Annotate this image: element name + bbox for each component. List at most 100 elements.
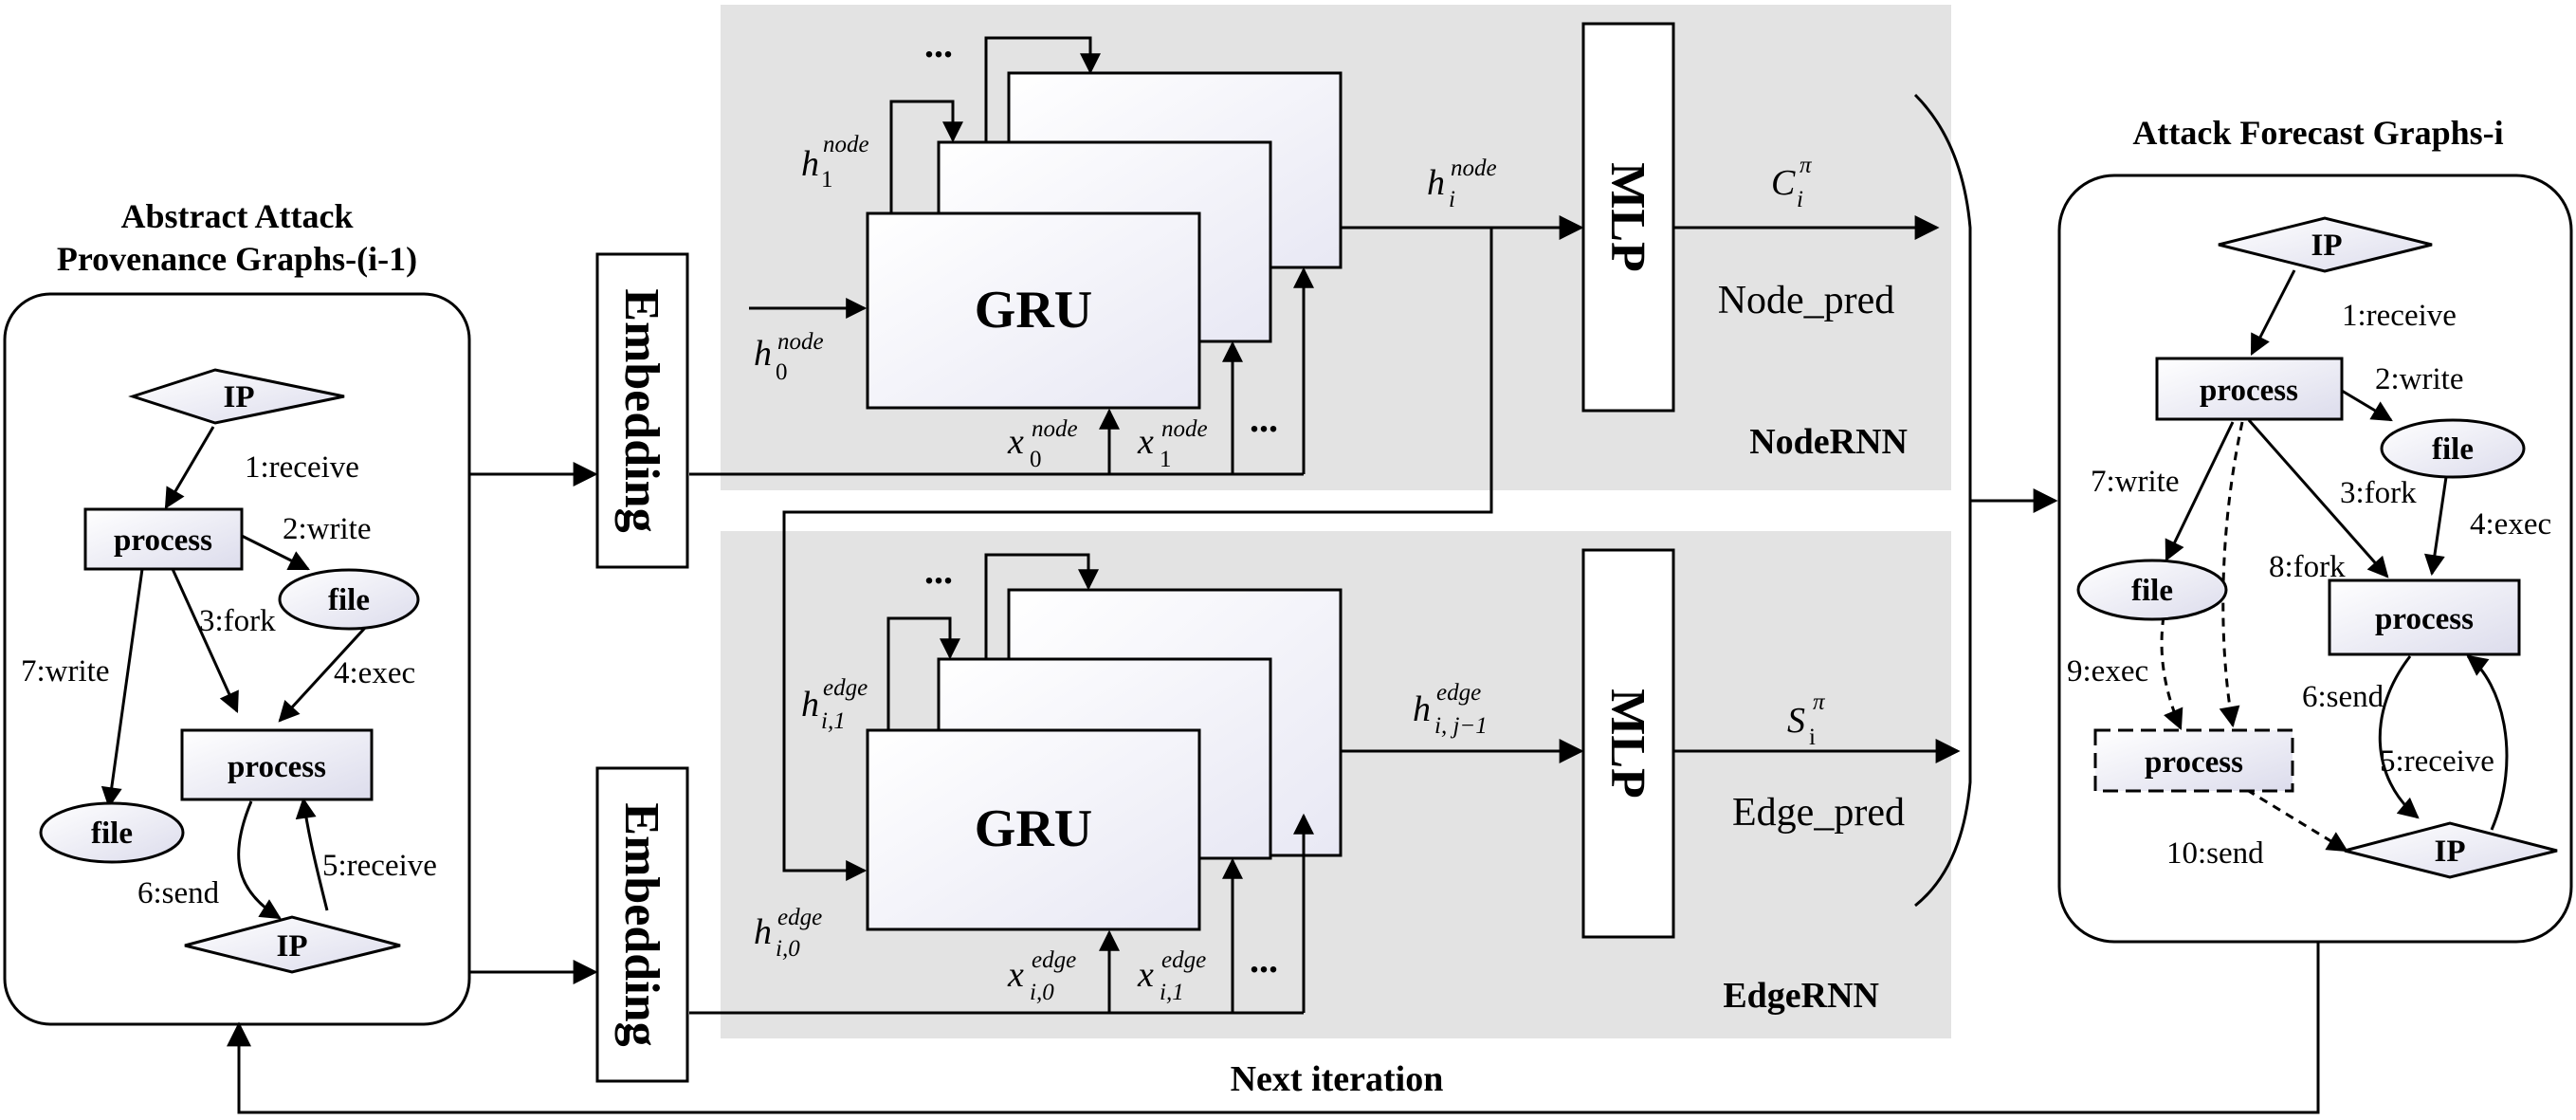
left-panel-title-line2: Provenance Graphs-(i-1) bbox=[57, 240, 417, 278]
edge-x0-label: x edge i,0 bbox=[1007, 947, 1076, 1005]
right-node-ip-bottom-label: IP bbox=[2435, 835, 2466, 869]
right-edge-label-fork: 3:fork bbox=[2340, 476, 2417, 510]
edge-x1-base: x bbox=[1137, 955, 1154, 995]
right-node-ip-top-label: IP bbox=[2311, 229, 2343, 263]
left-node-file2 bbox=[39, 801, 185, 864]
node-to-edge-connection bbox=[782, 228, 1493, 881]
left-edge-write bbox=[241, 534, 310, 571]
node-h0-sub: 0 bbox=[776, 359, 788, 385]
node-hi-sub: i bbox=[1449, 187, 1455, 212]
right-edge-label-fork8: 8:fork bbox=[2269, 550, 2346, 584]
embedding-top-box bbox=[595, 252, 689, 569]
node-x0-base: x bbox=[1007, 422, 1024, 462]
node-dots-input: ... bbox=[1250, 397, 1278, 440]
node-rnn-panel: NodeRNN GRU ... h node 1 h node 0 bbox=[689, 5, 1951, 490]
right-edge-label-write7: 7:write bbox=[2091, 465, 2179, 499]
node-recurrent-arrows bbox=[889, 36, 1101, 213]
right-graph-dashed-edges bbox=[2160, 421, 2348, 853]
node-c-sup: π bbox=[1800, 153, 1813, 178]
right-edge-label-receive: 1:receive bbox=[2342, 299, 2457, 333]
node-x0-sup: node bbox=[1032, 416, 1078, 442]
left-edge-label-send: 6:send bbox=[137, 876, 220, 910]
node-h0-base: h bbox=[754, 334, 772, 374]
left-edge-exec bbox=[278, 626, 367, 723]
right-panel: Attack Forecast Graphs-i IP process file… bbox=[2057, 114, 2573, 944]
left-edge-receive5 bbox=[295, 797, 329, 911]
edge-h1-base: h bbox=[801, 685, 819, 725]
left-edge-label-write: 2:write bbox=[283, 512, 371, 546]
right-edge-receive5 bbox=[2466, 654, 2509, 831]
node-mlp-label: MLP bbox=[1600, 162, 1654, 272]
embedding-bottom: Embedding bbox=[595, 766, 689, 1083]
edge-x0-sub: i,0 bbox=[1030, 980, 1054, 1005]
edge-x1-label: x edge i,1 bbox=[1137, 947, 1206, 1005]
edge-hij-sup: edge bbox=[1436, 680, 1481, 706]
left-edge-fork bbox=[171, 568, 239, 714]
node-pred-label: Node_pred bbox=[1718, 279, 1895, 322]
edge-rnn-panel: EdgeRNN GRU ... h edge i,1 h edge i,0 x bbox=[689, 531, 1961, 1038]
next-iteration-label: Next iteration bbox=[1231, 1059, 1444, 1099]
node-c-base: C bbox=[1771, 163, 1796, 203]
left-node-ip-top bbox=[128, 368, 345, 425]
right-node-ip-bottom bbox=[2344, 821, 2558, 879]
edge-gru-label: GRU bbox=[975, 799, 1092, 858]
embedding-bottom-box bbox=[595, 766, 689, 1083]
right-edge-write bbox=[2341, 389, 2393, 422]
right-edge-exec9 bbox=[2160, 615, 2183, 731]
node-x1-sub: 1 bbox=[1160, 447, 1172, 472]
left-panel: Abstract Attack Provenance Graphs-(i-1) … bbox=[3, 197, 471, 1026]
node-mlp-box bbox=[1581, 22, 1675, 413]
node-hi-label: h node i bbox=[1427, 156, 1497, 212]
left-node-process2 bbox=[180, 728, 374, 801]
edge-x1-sup: edge bbox=[1161, 947, 1206, 973]
edge-hij-base: h bbox=[1413, 689, 1431, 729]
left-node-file2-label: file bbox=[91, 817, 133, 851]
right-panel-title: Attack Forecast Graphs-i bbox=[2132, 114, 2503, 152]
right-node-process2-label: process bbox=[2375, 602, 2474, 636]
node-x1-label: x node 1 bbox=[1137, 416, 1208, 472]
edge-s-label: S π i bbox=[1787, 689, 1826, 750]
edge-h1-sup: edge bbox=[823, 675, 868, 701]
right-edge-label-send10: 10:send bbox=[2166, 836, 2264, 871]
embedding-top-label: Embedding bbox=[614, 288, 668, 532]
output-bracket bbox=[1913, 93, 1972, 908]
left-node-ip-top-label: IP bbox=[224, 380, 255, 414]
edge-rnn-label: EdgeRNN bbox=[1723, 976, 1879, 1016]
right-node-process2 bbox=[2328, 578, 2521, 656]
right-edge-send bbox=[2378, 655, 2420, 819]
node-h1-sup: node bbox=[823, 132, 869, 157]
right-node-file2-label: file bbox=[2131, 574, 2173, 608]
node-c-sub: i bbox=[1797, 187, 1803, 212]
node-x0-label: x node 0 bbox=[1007, 416, 1078, 472]
edge-h0-base: h bbox=[754, 912, 772, 952]
edge-dots-input: ... bbox=[1250, 938, 1278, 981]
node-h0-label: h node 0 bbox=[754, 329, 824, 385]
right-node-file1-label: file bbox=[2432, 432, 2474, 467]
left-graph-edges bbox=[100, 426, 367, 920]
node-x0-sub: 0 bbox=[1030, 447, 1042, 472]
next-iteration-loop-arrow bbox=[227, 942, 2320, 1114]
node-input-bus bbox=[689, 266, 1314, 476]
right-edge-receive bbox=[2250, 269, 2296, 356]
left-node-ip-bottom bbox=[184, 915, 401, 974]
node-gru-label: GRU bbox=[975, 281, 1092, 340]
right-node-file1 bbox=[2380, 418, 2526, 479]
edge-h0-label: h edge i,0 bbox=[754, 905, 822, 962]
left-node-process1-label: process bbox=[114, 523, 212, 558]
edge-recurrent-arrow-1 bbox=[886, 616, 960, 730]
left-edge-receive bbox=[164, 426, 215, 509]
left-edge-send bbox=[237, 800, 282, 920]
edge-h0-sup: edge bbox=[777, 905, 822, 930]
right-edge-write7 bbox=[2165, 421, 2235, 561]
edge-s-sub: i bbox=[1809, 725, 1816, 750]
right-graph-edges bbox=[2165, 269, 2509, 831]
left-edge-label-exec: 4:exec bbox=[334, 656, 415, 690]
edge-h0-sub: i,0 bbox=[776, 936, 800, 962]
right-node-process-dashed-label: process bbox=[2145, 745, 2243, 780]
edge-recurrent-arrows bbox=[886, 553, 1099, 730]
left-edge-label-fork: 3:fork bbox=[199, 604, 276, 638]
node-recurrent-arrow-1 bbox=[889, 100, 963, 213]
embedding-top: Embedding bbox=[595, 252, 689, 569]
left-node-file1 bbox=[278, 568, 420, 631]
node-x1-base: x bbox=[1137, 422, 1154, 462]
